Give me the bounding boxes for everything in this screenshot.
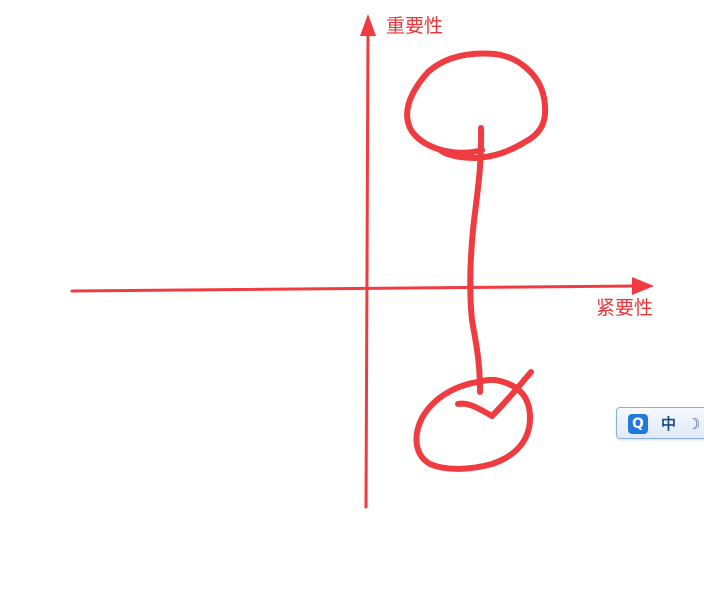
lower-circle-stroke <box>413 376 533 472</box>
x-axis-label: 紧要性 <box>596 297 654 319</box>
check-scribble <box>455 369 534 419</box>
upper-circle-stroke <box>404 50 549 161</box>
ime-logo-icon[interactable]: Q <box>628 414 648 434</box>
y-axis-arrowhead <box>360 14 376 36</box>
connector-line <box>467 125 485 395</box>
x-axis-arrowhead <box>632 277 654 295</box>
ime-mode-toggle[interactable]: 中 <box>661 415 677 433</box>
y-axis-label: 重要性 <box>386 15 444 37</box>
y-axis-line <box>364 28 370 509</box>
ime-toolbar[interactable]: Q 中 ☽ <box>616 407 704 439</box>
moon-icon[interactable]: ☽ <box>687 415 701 433</box>
x-axis-line <box>70 284 642 293</box>
